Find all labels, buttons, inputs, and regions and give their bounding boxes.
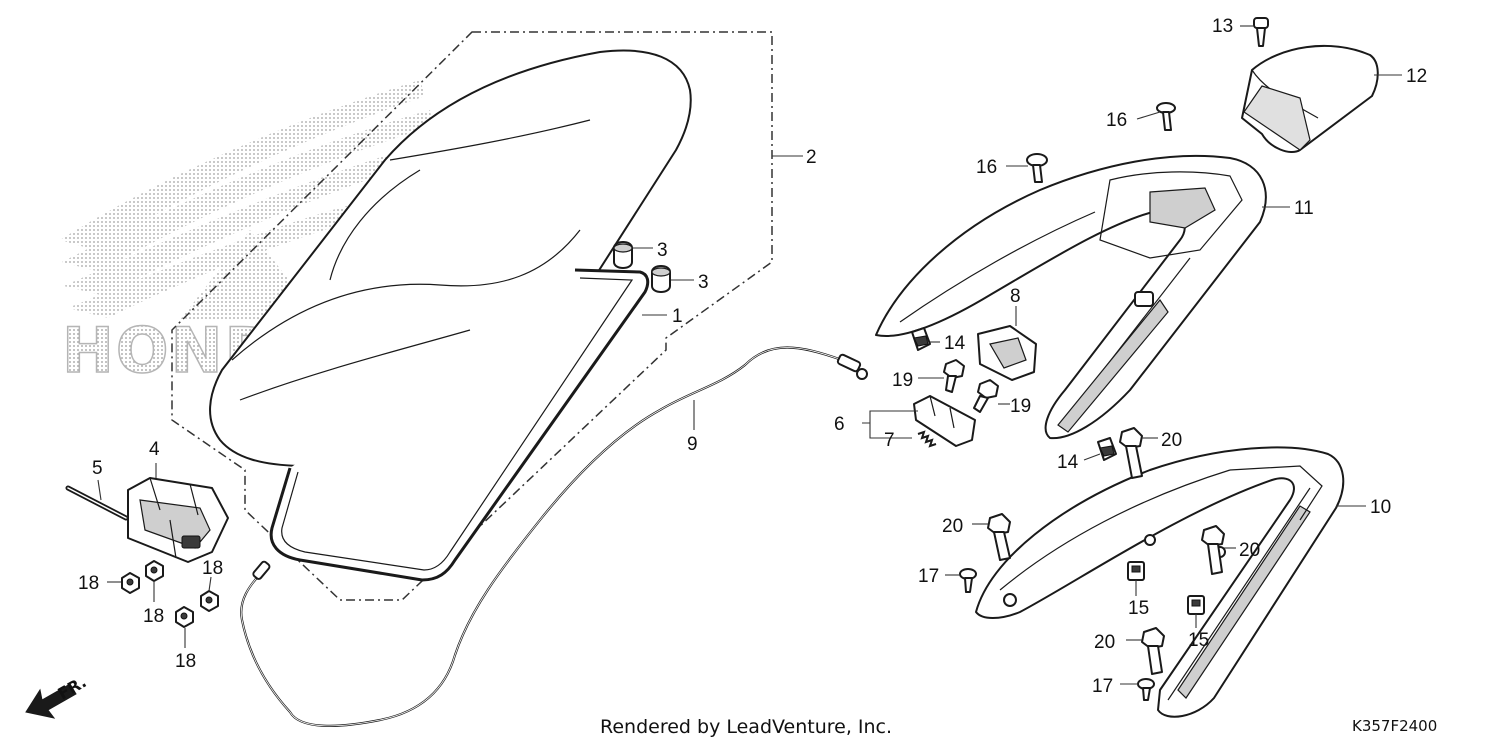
seat-rubber-bumper-a xyxy=(613,241,633,269)
callout-3: 3 xyxy=(698,272,709,293)
honda-wing-logo xyxy=(60,80,432,320)
callout-13: 13 xyxy=(1212,16,1233,37)
bolt-16a xyxy=(1156,102,1176,131)
callout-3: 3 xyxy=(657,240,668,261)
callout-16: 16 xyxy=(976,157,997,178)
bolt-20c xyxy=(1201,525,1225,575)
hinge-spring xyxy=(917,430,937,448)
callout-10: 10 xyxy=(1370,497,1391,518)
callout-6: 6 xyxy=(834,414,845,435)
bolt-19b xyxy=(973,379,999,413)
callout-19: 19 xyxy=(892,370,913,391)
callout-18: 18 xyxy=(202,558,223,579)
screw-13 xyxy=(1253,17,1269,47)
clip-nut-15a xyxy=(1127,561,1145,581)
trim-clip-17b xyxy=(1137,678,1155,701)
bolt-19a xyxy=(943,359,965,393)
callout-1: 1 xyxy=(672,306,683,327)
callout-5: 5 xyxy=(92,458,103,479)
callout-17: 17 xyxy=(918,566,939,587)
bolt-20d xyxy=(1141,627,1165,675)
seat-assembly-frame xyxy=(171,31,773,601)
bolt-20a xyxy=(1119,427,1143,479)
render-credit: Rendered by LeadVenture, Inc. xyxy=(600,716,892,738)
callout-labels: 1 2 3 3 4 5 6 7 8 9 10 11 12 13 14 14 15… xyxy=(78,16,1427,697)
diagram-code: K357F2400 xyxy=(1352,717,1437,735)
rear-center-cover xyxy=(1241,45,1379,153)
callout-18: 18 xyxy=(143,606,164,627)
leader-lines xyxy=(97,25,1402,685)
callout-15: 15 xyxy=(1128,598,1149,619)
front-arrow-icon xyxy=(25,683,77,719)
seat-latch-hook xyxy=(977,325,1037,381)
callout-4: 4 xyxy=(149,439,160,460)
seat-lock xyxy=(127,477,229,563)
nut-18a xyxy=(121,572,140,594)
clip-14a xyxy=(911,327,931,351)
bolt-16b xyxy=(1026,153,1048,183)
callout-14: 14 xyxy=(1057,452,1079,473)
callout-14: 14 xyxy=(944,333,966,354)
seat-rubber-bumper-b xyxy=(651,265,671,293)
nut-18c xyxy=(200,590,219,612)
callout-17: 17 xyxy=(1092,676,1113,697)
seat-lock-cable xyxy=(240,346,868,727)
clip-nut-15b xyxy=(1187,595,1205,615)
trim-clip-17a xyxy=(959,568,977,593)
callout-20: 20 xyxy=(1239,540,1260,561)
nut-18b xyxy=(145,560,164,582)
callout-9: 9 xyxy=(687,434,698,455)
callout-20: 20 xyxy=(1094,632,1115,653)
callout-11: 11 xyxy=(1294,198,1314,219)
seat-hinge-bracket xyxy=(913,395,976,447)
callout-2: 2 xyxy=(806,147,817,168)
callout-15: 15 xyxy=(1188,630,1209,651)
front-direction-marker: FR. xyxy=(25,672,90,719)
callout-7: 7 xyxy=(884,430,895,451)
callout-12: 12 xyxy=(1406,66,1427,87)
callout-20: 20 xyxy=(942,516,963,537)
callout-8: 8 xyxy=(1010,286,1021,307)
callout-18: 18 xyxy=(78,573,99,594)
seat-seal-gasket xyxy=(269,268,650,582)
rear-side-cover xyxy=(975,446,1345,718)
callout-16: 16 xyxy=(1106,110,1127,131)
callout-19: 19 xyxy=(1010,396,1031,417)
bolt-20b xyxy=(987,513,1011,561)
callout-18: 18 xyxy=(175,651,196,672)
rear-grab-rail xyxy=(875,154,1267,440)
nut-18d xyxy=(175,606,194,628)
callout-20: 20 xyxy=(1161,430,1182,451)
clip-14b xyxy=(1097,437,1117,461)
